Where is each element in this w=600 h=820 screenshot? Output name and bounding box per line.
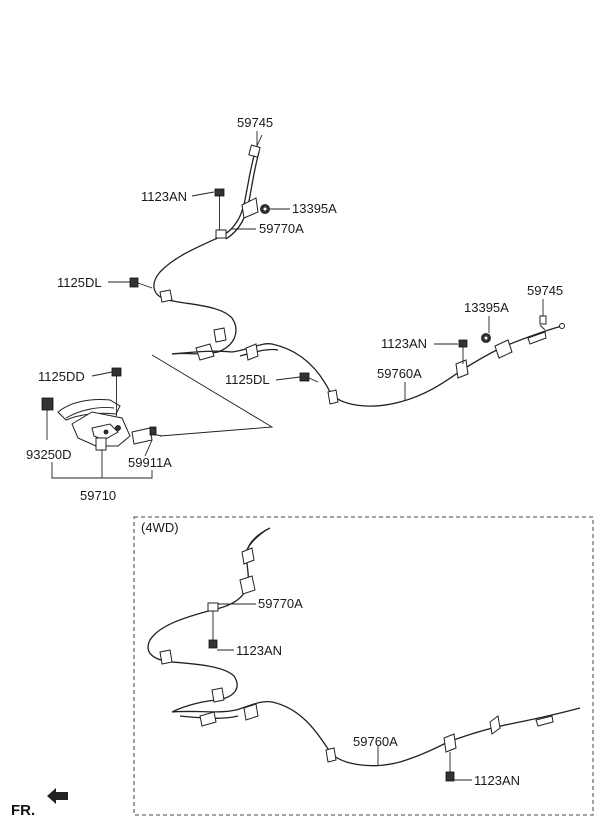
bolt-1123an-top	[214, 188, 225, 230]
label-93250d: 93250D	[26, 447, 72, 462]
inset-4wd-border	[133, 516, 594, 816]
front-cable-59770a	[153, 134, 263, 361]
label-13395a-right: 13395A	[464, 300, 509, 315]
clip-59745-right	[539, 315, 547, 325]
bolt-1123an-mid	[458, 339, 468, 364]
nut-13395a-top	[260, 204, 270, 214]
nut-13395a-right	[481, 333, 491, 343]
label-1125dl-left: 1125DL	[57, 275, 102, 290]
label-1123an-4wd-bottom: 1123AN	[474, 773, 520, 788]
front-label: FR.	[11, 802, 35, 819]
label-1123an-top: 1123AN	[141, 189, 187, 204]
label-13395a-top: 13395A	[292, 201, 337, 216]
bolt-1125dl-left	[129, 277, 153, 289]
bolt-1125dl-mid	[299, 372, 319, 383]
label-59770a-top: 59770A	[259, 221, 304, 236]
leader-lines-upper	[91, 131, 544, 457]
label-59760a-top: 59760A	[377, 366, 422, 381]
label-59710: 59710	[80, 488, 116, 503]
label-59911a: 59911A	[128, 455, 172, 470]
label-1123an-4wd: 1123AN	[236, 643, 282, 658]
leader-lines-inset	[217, 603, 472, 781]
equalizer-callout-lines	[151, 354, 274, 437]
label-1125dl-mid: 1125DL	[225, 372, 270, 387]
label-59745-right: 59745	[527, 283, 563, 298]
rear-cable-59760a-4wd	[171, 700, 581, 767]
front-cable-59770a-4wd	[147, 527, 271, 713]
label-1123an-mid: 1123AN	[381, 336, 427, 351]
parking-brake-lever-assembly	[41, 367, 163, 479]
label-59760a-4wd: 59760A	[353, 734, 398, 749]
label-59770a-4wd: 59770A	[258, 596, 303, 611]
front-direction-arrow-icon	[47, 788, 68, 804]
inset-4wd-title: (4WD)	[141, 520, 179, 535]
rear-cable-59760a	[171, 323, 565, 407]
label-59745-top: 59745	[237, 115, 273, 130]
label-1125dd: 1125DD	[38, 369, 85, 384]
bolt-1123an-4wd-bottom	[445, 752, 455, 782]
bolt-1123an-4wd	[208, 611, 218, 649]
